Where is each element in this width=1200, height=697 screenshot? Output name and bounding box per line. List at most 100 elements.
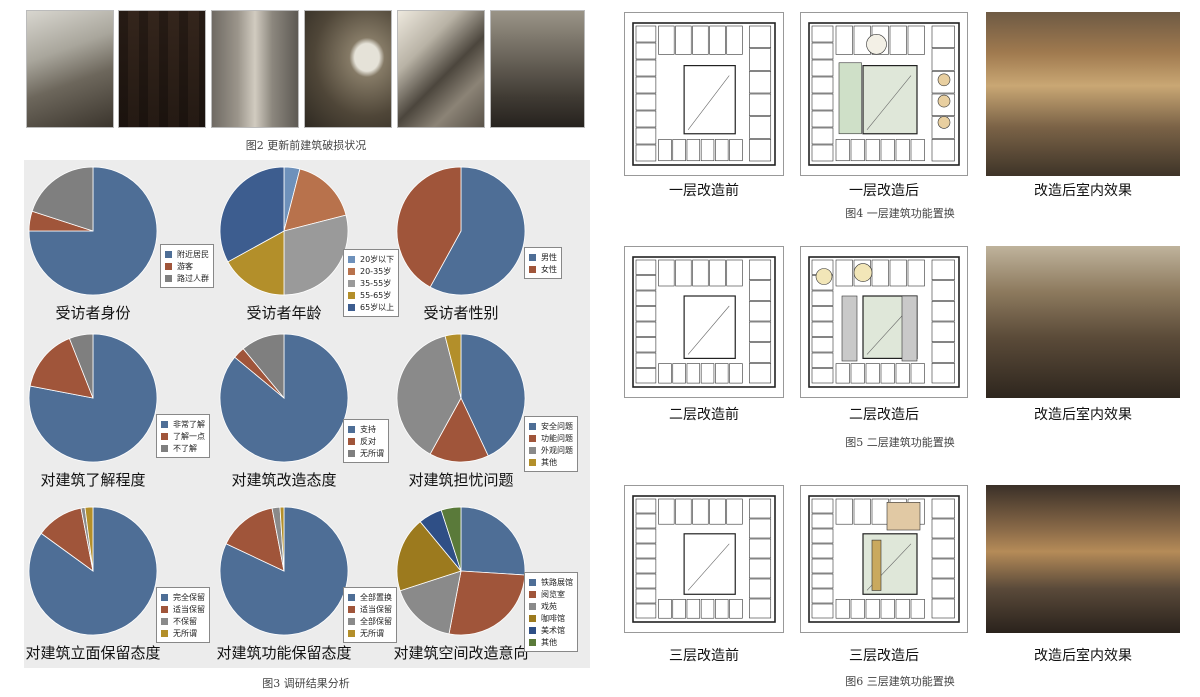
plan-hall <box>841 295 858 362</box>
legend-entry: 功能问题 <box>529 432 573 444</box>
plan-room <box>889 25 907 55</box>
plan-rotunda <box>866 33 887 55</box>
plan-room <box>811 603 834 619</box>
plan-wall <box>632 22 776 166</box>
plan-room <box>749 578 772 599</box>
plan-room <box>835 139 850 162</box>
plan-room <box>865 363 880 384</box>
legend-entry: 无所谓 <box>348 447 384 459</box>
legend-swatch <box>348 605 355 613</box>
plan-room <box>658 498 675 525</box>
legend-entry: 不了解 <box>161 442 205 454</box>
pie-chart <box>396 506 526 636</box>
plan-label: 二层改造前 <box>669 407 739 423</box>
plan-room <box>635 603 657 619</box>
legend-label: 反对 <box>360 436 376 446</box>
plan-room <box>635 110 657 128</box>
legend-label: 非常了解 <box>173 419 205 429</box>
plan-label: 一层改造后 <box>849 183 919 199</box>
pie-title: 对建筑空间改造意向 <box>393 644 529 662</box>
legend-swatch <box>161 593 168 601</box>
legend-swatch <box>161 605 168 613</box>
plan-room <box>835 498 853 525</box>
plan-room <box>835 363 850 384</box>
plan-room <box>931 48 955 71</box>
plan-label: 改造后室内效果 <box>1034 648 1132 664</box>
plan-room <box>635 76 657 94</box>
legend-entry: 反对 <box>348 435 384 447</box>
pie-title: 受访者年龄 <box>246 304 322 322</box>
plan-room <box>931 71 955 94</box>
plan-room <box>811 588 834 604</box>
plan-room <box>880 363 895 384</box>
fig6-caption: 图6 三层建筑功能置换 <box>845 675 955 688</box>
plan-wall <box>808 22 960 166</box>
legend-entry: 20-35岁 <box>348 265 394 277</box>
plan-room <box>749 498 772 519</box>
legend-entry: 戏苑 <box>529 600 573 612</box>
pie-slice <box>283 168 347 232</box>
legend-swatch <box>161 444 168 452</box>
legend-label: 20岁以下 <box>360 254 395 264</box>
plan-room <box>811 42 834 60</box>
legend-swatch <box>161 432 168 440</box>
legend-entry: 外观问题 <box>529 444 573 456</box>
plan-room <box>729 599 743 619</box>
plan-room <box>931 321 955 342</box>
legend-entry: 游客 <box>165 260 209 272</box>
legend-entry: 附近居民 <box>165 248 209 260</box>
plan-room <box>835 259 853 287</box>
plan-room <box>889 259 907 287</box>
pie-chart <box>219 166 349 296</box>
legend-label: 完全保留 <box>173 592 205 602</box>
plan-room <box>749 598 772 619</box>
plan-room <box>635 42 657 60</box>
plan-room <box>709 498 726 525</box>
plan-room <box>850 599 865 619</box>
pie-slice <box>28 506 158 636</box>
pie-legend: 男性女性 <box>524 247 562 279</box>
plan-courtyard <box>683 295 736 360</box>
plan-room <box>675 259 692 287</box>
pie-slice <box>279 506 285 572</box>
plan-room <box>715 139 729 162</box>
plan-room <box>726 25 743 55</box>
plan-room <box>635 290 657 306</box>
pie-slice <box>242 333 285 400</box>
pie-chart <box>396 333 526 463</box>
legend-label: 无所谓 <box>360 448 384 458</box>
plan-room <box>672 139 686 162</box>
plan-room <box>811 76 834 94</box>
legend-swatch <box>161 629 168 637</box>
plan-line <box>687 305 730 355</box>
plan-room <box>931 558 955 579</box>
plan-room <box>895 139 910 162</box>
pie-slice <box>396 335 462 455</box>
plan-room <box>811 306 834 322</box>
plan-room <box>675 498 692 525</box>
plan-room <box>686 363 701 384</box>
legend-swatch <box>529 265 536 273</box>
pie-slice <box>84 506 94 572</box>
plan-room <box>931 25 955 48</box>
pie-slice <box>28 333 158 463</box>
pie-title: 对建筑担忧问题 <box>408 471 514 489</box>
legend-entry: 20岁以下 <box>348 253 394 265</box>
legend-label: 男性 <box>541 252 557 262</box>
plan-room <box>880 139 895 162</box>
plan-room <box>931 259 955 280</box>
plan-room <box>686 599 701 619</box>
legend-entry: 不保留 <box>161 615 205 627</box>
photo-room <box>304 10 392 128</box>
plan-room <box>700 363 715 384</box>
legend-swatch <box>348 267 355 275</box>
legend-swatch <box>529 590 536 598</box>
legend-label: 美术馆 <box>541 625 565 635</box>
pie-slice <box>227 230 285 296</box>
plan-after <box>800 485 968 633</box>
plan-room <box>811 573 834 589</box>
plan-room <box>749 518 772 539</box>
pie-title: 对建筑功能保留态度 <box>216 644 352 662</box>
legend-swatch <box>348 617 355 625</box>
legend-label: 阅览室 <box>541 589 565 599</box>
